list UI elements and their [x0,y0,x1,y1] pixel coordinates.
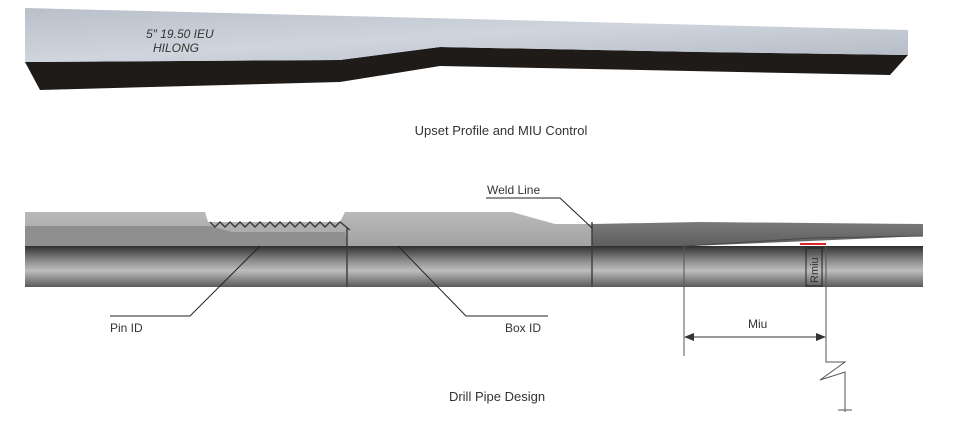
pin-wall [25,226,348,246]
pipe-body-wall [592,222,923,246]
internal-upset-taper [684,235,924,247]
weld-line-label: Weld Line [487,183,540,197]
bar-top-face [25,8,908,62]
upset-profile-caption: Upset Profile and MIU Control [415,123,588,138]
drill-pipe-section [25,212,924,300]
rmiu-box [805,247,823,287]
bar-stamp-line2: HILONG [153,41,199,55]
pin-id-label: Pin ID [110,321,143,335]
break-symbol [819,346,852,412]
upset-profile-bar: 5″ 19.50 IEU HILONG [25,8,908,90]
pin-id-leader [110,245,261,317]
rmiu-label: Rmiu [809,257,821,283]
rmiu-callout: Rmiu [805,247,823,287]
box-id-label: Box ID [505,321,541,335]
miu-arrow-left [684,333,694,341]
thread-profile [209,221,351,231]
leader-lines [110,197,593,317]
drill-pipe-caption: Drill Pipe Design [449,389,545,404]
box-id-leader [397,245,548,317]
miu-dimension: Miu [683,246,827,356]
break-zigzag [819,346,847,412]
miu-arrow-right [816,333,826,341]
miu-label: Miu [748,317,767,331]
weld-line-leader [486,197,593,229]
pipe-bore [25,246,923,287]
bar-stamp-line1: 5″ 19.50 IEU [146,27,214,41]
bar-bottom-edge [25,47,908,90]
